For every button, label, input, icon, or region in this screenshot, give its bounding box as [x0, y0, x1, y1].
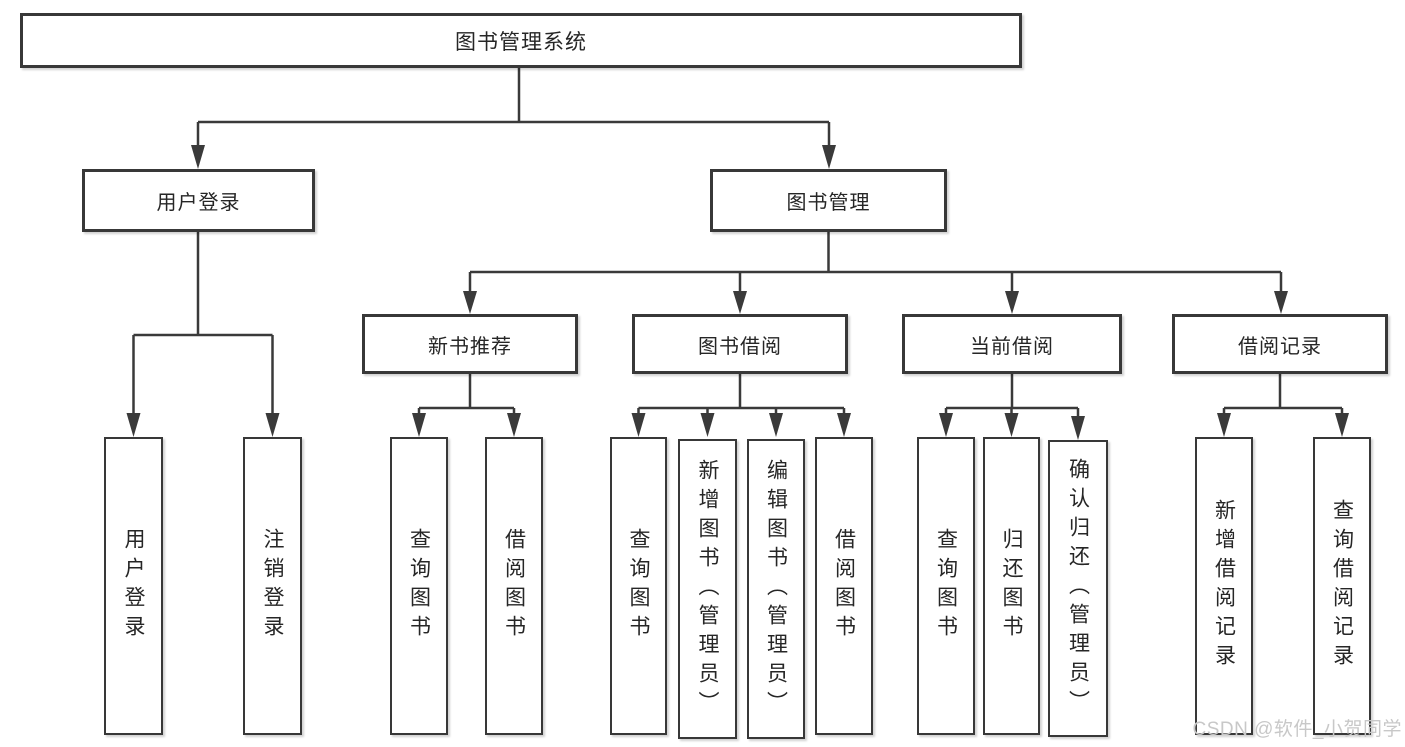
leaf-add-books-admin: 新增图书（管理员）: [678, 439, 737, 739]
leaf-query-books-under-borrowing: 查询图书: [610, 437, 667, 735]
arrowhead-icon: [769, 413, 783, 437]
leaf-edit-books-admin: 编辑图书（管理员）: [747, 439, 805, 739]
arrowhead-icon: [463, 291, 477, 314]
arrowhead-icon: [700, 413, 715, 437]
arrowhead-icon: [631, 413, 646, 437]
arrowhead-icon: [126, 413, 141, 437]
arrowhead-icon: [1071, 416, 1085, 440]
leaf-confirm-return-admin: 确认归还（管理员）: [1048, 440, 1108, 737]
leaf-query-borrowing-record: 查询借阅记录: [1313, 437, 1371, 735]
node-new-book-recommendation: 新书推荐: [362, 314, 578, 374]
node-library-management-system: 图书管理系统: [20, 13, 1022, 68]
leaf-return-books: 归还图书: [983, 437, 1040, 735]
arrowhead-icon: [939, 413, 953, 437]
arrowhead-icon: [733, 291, 747, 314]
arrowhead-icon: [1005, 291, 1019, 314]
arrowhead-icon: [822, 145, 836, 169]
node-user-login: 用户登录: [82, 169, 315, 232]
arrowhead-icon: [507, 413, 521, 437]
leaf-logout: 注销登录: [243, 437, 302, 735]
csdn-watermark: CSDN @软件_小贺同学: [1192, 719, 1402, 740]
arrowhead-icon: [1217, 413, 1231, 437]
arrowheads: [126, 145, 1349, 440]
arrowhead-icon: [1335, 413, 1349, 437]
node-book-borrowing: 图书借阅: [632, 314, 848, 374]
leaf-add-borrowing-record: 新增借阅记录: [1195, 437, 1253, 735]
arrowhead-icon: [1274, 291, 1288, 314]
node-book-management: 图书管理: [710, 169, 947, 232]
arrowhead-icon: [265, 413, 280, 437]
arrowhead-icon: [191, 145, 205, 169]
leaf-user-login: 用户登录: [104, 437, 163, 735]
node-current-borrowing: 当前借阅: [902, 314, 1122, 374]
node-borrowing-records: 借阅记录: [1172, 314, 1388, 374]
leaf-query-books-under-current: 查询图书: [917, 437, 975, 735]
arrowhead-icon: [1004, 413, 1019, 437]
arrowhead-icon: [412, 413, 426, 437]
arrowhead-icon: [837, 413, 851, 437]
leaf-query-books-under-recommendation: 查询图书: [390, 437, 448, 735]
leaf-borrow-books-under-borrowing: 借阅图书: [815, 437, 873, 735]
leaf-borrow-books-under-recommendation: 借阅图书: [485, 437, 543, 735]
